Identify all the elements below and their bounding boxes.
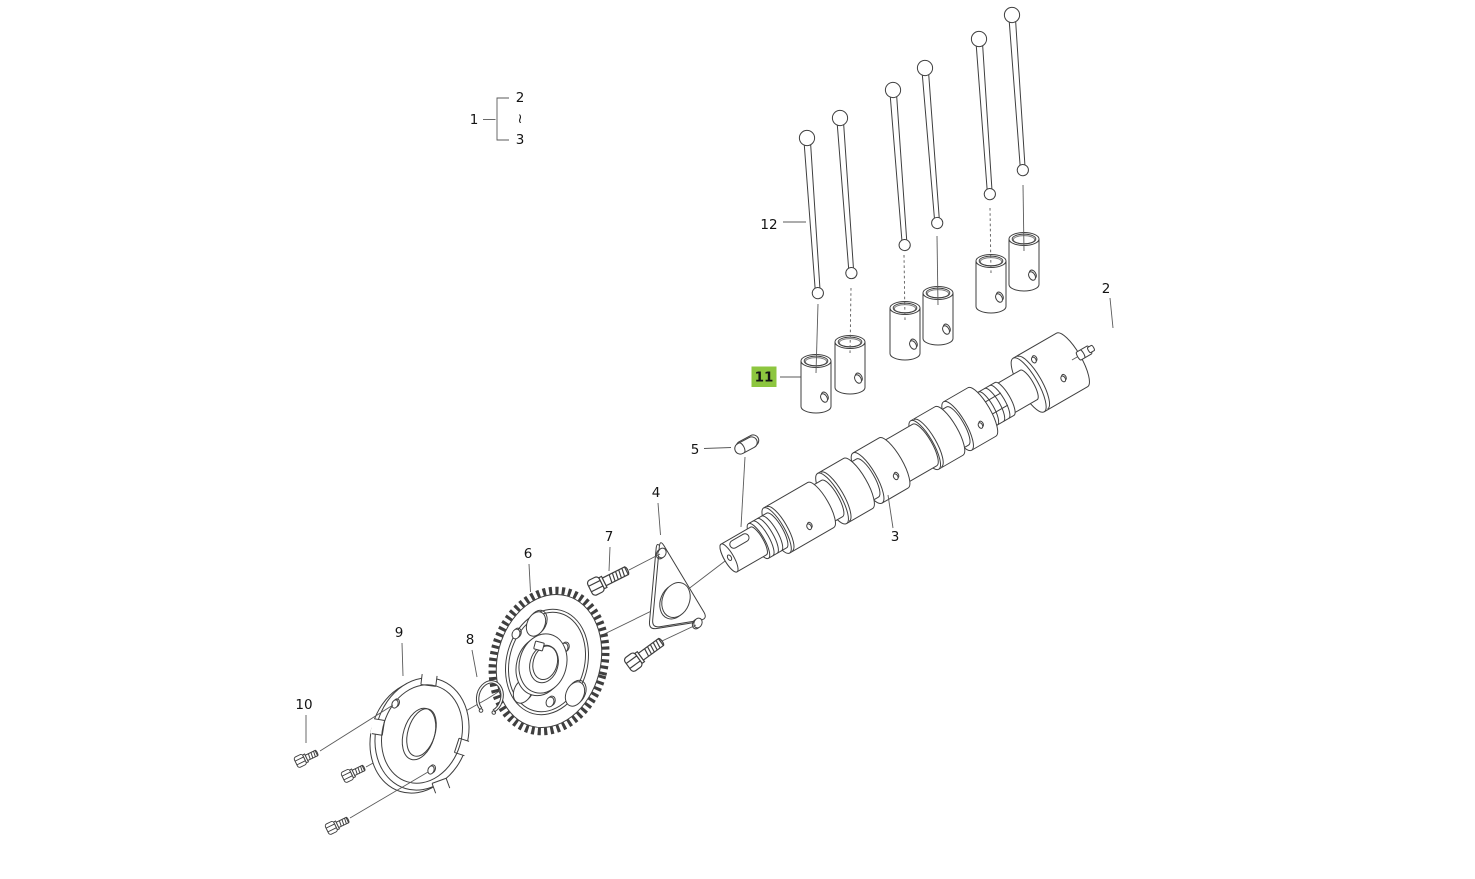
callout-9[interactable]: 9 — [395, 625, 404, 641]
woodruff-key — [734, 434, 760, 455]
gear-key-notch — [533, 640, 545, 652]
plate-bolt-lower — [622, 633, 668, 674]
tappet — [975, 254, 1007, 314]
legend-range-symbol: ≀ — [517, 111, 522, 127]
callout-12[interactable]: 12 — [760, 217, 777, 233]
callout-4[interactable]: 4 — [652, 485, 661, 501]
callout-6[interactable]: 6 — [524, 546, 533, 562]
pushrod — [884, 81, 914, 252]
callout-8[interactable]: 8 — [466, 632, 475, 648]
pushrod — [831, 109, 860, 280]
legend-first-number[interactable]: 2 — [516, 90, 525, 106]
legend-bracket — [496, 97, 509, 141]
snap-ring — [475, 680, 504, 715]
gear-teeth — [488, 586, 610, 736]
callout-3[interactable]: 3 — [891, 529, 900, 545]
camshaft — [719, 332, 1095, 573]
callout-10[interactable]: 10 — [295, 697, 312, 713]
rod-tappet-leaders — [815, 184, 1025, 374]
legend-group: 1 2 ≀ 3 — [470, 90, 525, 148]
legend-last-number[interactable]: 3 — [516, 132, 525, 148]
pushrod — [970, 30, 999, 201]
callout-5[interactable]: 5 — [691, 442, 700, 458]
callout-2[interactable]: 2 — [1102, 281, 1111, 297]
wheel-bolt-1 — [293, 747, 321, 769]
pushrod — [798, 129, 827, 300]
pulse-wheel — [369, 672, 471, 796]
tappet — [889, 301, 921, 361]
callout-7[interactable]: 7 — [605, 529, 614, 545]
thrust-plate — [648, 542, 706, 630]
timing-gear — [488, 586, 610, 736]
plate-bolt-hole-top — [657, 547, 667, 559]
tappet — [834, 335, 866, 395]
wheel-hole-upper — [391, 699, 399, 709]
wheel-bolt-2 — [340, 762, 368, 784]
callouts: 12 11 2 3 5 4 7 6 8 9 10 — [295, 217, 1114, 743]
oil-holes — [806, 355, 1067, 531]
nose-center-hole — [726, 554, 733, 561]
callout-11[interactable]: 11 — [755, 370, 774, 386]
keyway-slot — [729, 533, 750, 549]
pushrod — [916, 59, 946, 230]
wheel-bolt-3 — [324, 814, 352, 836]
callout-11-highlight[interactable] — [751, 366, 777, 388]
camshaft-end-plug — [1075, 344, 1095, 361]
gear-bore — [529, 644, 559, 684]
legend-group-number[interactable]: 1 — [470, 112, 479, 128]
plate-center-hole — [661, 582, 691, 618]
pushrod — [1003, 6, 1032, 177]
wheel-hole-lower — [427, 765, 435, 775]
